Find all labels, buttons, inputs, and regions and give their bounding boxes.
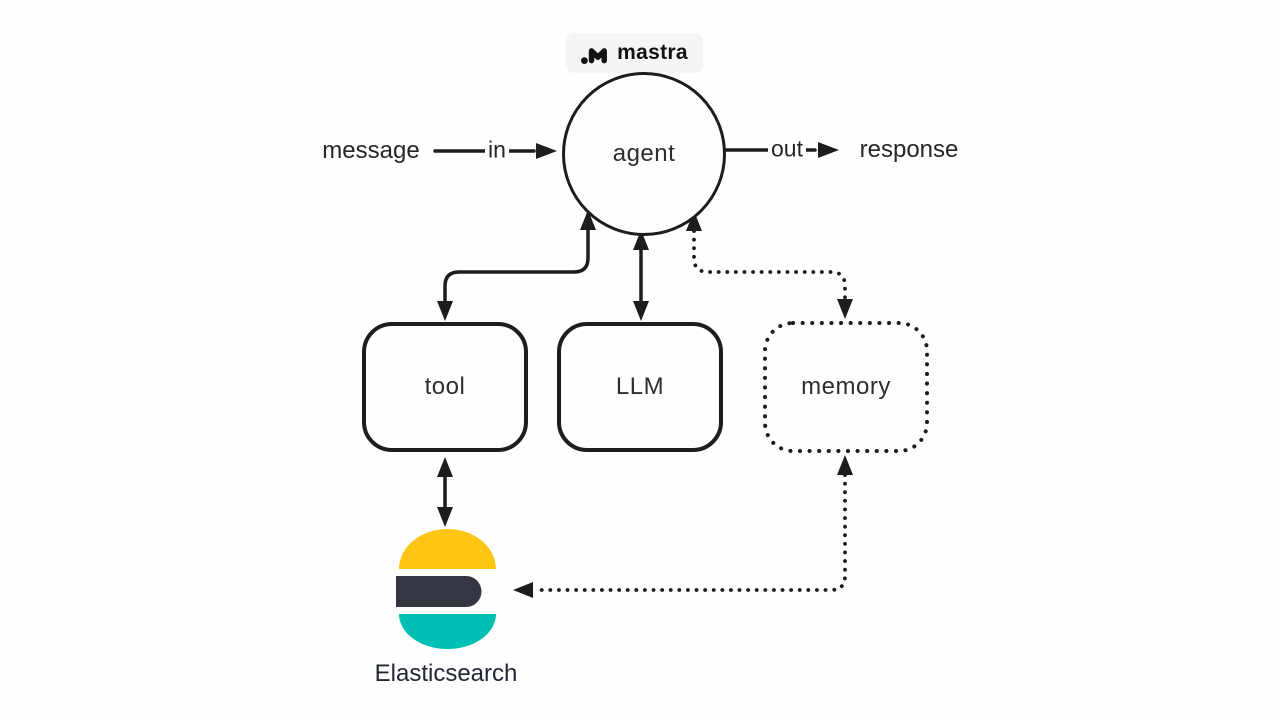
in-label: in: [485, 136, 509, 164]
response-label: response: [859, 136, 959, 163]
brand-name: mastra: [617, 41, 688, 64]
memory-label: memory: [801, 373, 891, 400]
elasticsearch-logo-bottom: [399, 614, 496, 649]
edge-agent-llm: [633, 230, 649, 321]
mastra-logo-icon: [581, 40, 608, 66]
memory-node: memory: [762, 320, 930, 454]
elasticsearch-logo-icon: [395, 529, 497, 654]
edge-agent-tool: [437, 210, 596, 321]
edge-message-agent: [433, 143, 557, 159]
elasticsearch-label: Elasticsearch: [374, 660, 518, 687]
tool-label: tool: [424, 373, 466, 400]
tool-node: tool: [362, 322, 528, 452]
elasticsearch-logo-middle: [396, 576, 482, 607]
edge-agent-memory: [686, 211, 853, 319]
llm-label: LLM: [615, 373, 665, 400]
edge-tool-elasticsearch: [437, 457, 453, 527]
agent-node: agent: [562, 72, 726, 236]
out-label: out: [768, 135, 806, 163]
message-label: message: [322, 137, 420, 164]
mastra-brand-badge: mastra: [566, 33, 703, 73]
edge-memory-elasticsearch: [513, 455, 853, 598]
agent-label: agent: [612, 140, 676, 167]
llm-node: LLM: [557, 322, 723, 452]
elasticsearch-logo-top: [399, 529, 496, 569]
memory-dotted-border: [763, 321, 929, 453]
